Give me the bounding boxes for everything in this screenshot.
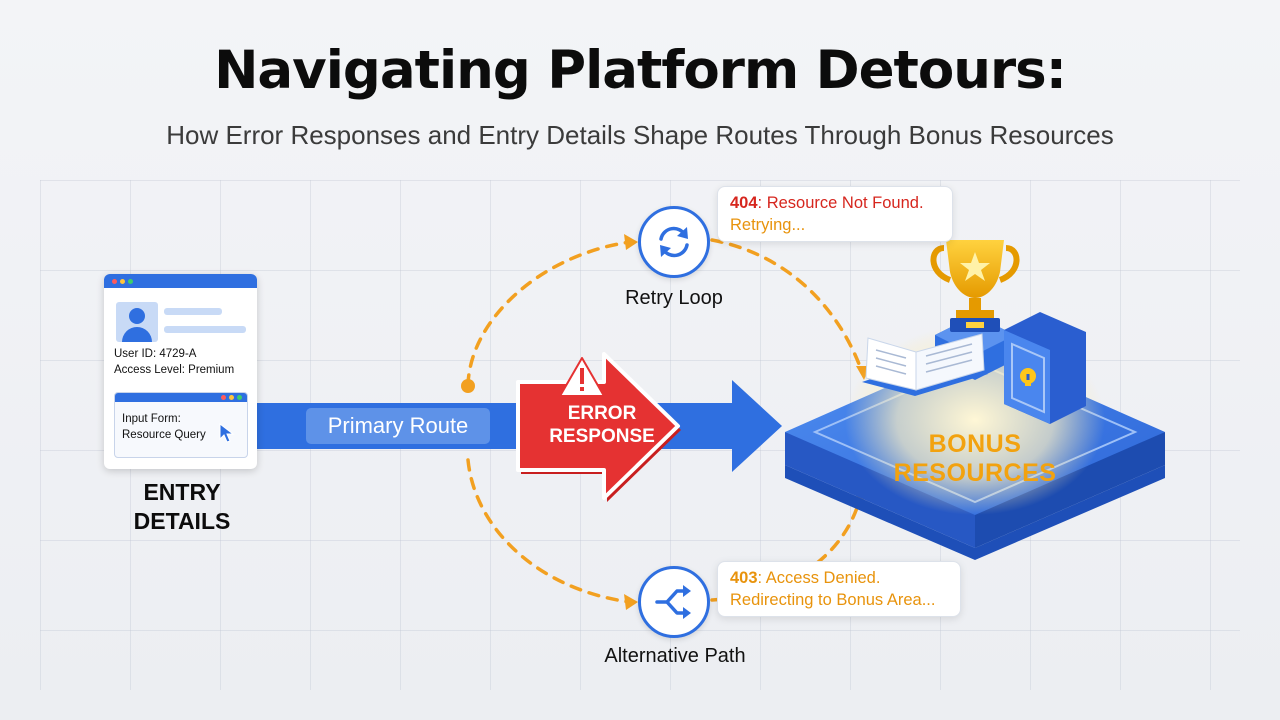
safe-lock-icon xyxy=(1004,312,1086,424)
alternative-path-node xyxy=(638,566,710,638)
retry-entry-path xyxy=(466,240,632,387)
error-response-label: ERROR RESPONSE xyxy=(523,402,681,448)
retry-status-bubble: 404: Resource Not Found. Retrying... xyxy=(717,186,953,242)
entry-label-line2: DETAILS xyxy=(133,508,231,534)
user-avatar-icon xyxy=(116,302,158,342)
bonus-label-line1: BONUS xyxy=(928,430,1022,458)
alternative-status-bubble: 403: Access Denied. Redirecting to Bonus… xyxy=(717,561,961,617)
window-dot-green xyxy=(128,279,133,284)
entry-label-line1: ENTRY xyxy=(143,479,221,505)
card-titlebar xyxy=(104,274,257,288)
refresh-icon xyxy=(659,226,689,258)
entry-details-label: ENTRY DETAILS xyxy=(102,478,262,536)
alt-error-message: : Access Denied. xyxy=(757,569,881,587)
cursor-icon xyxy=(219,423,235,443)
retry-to-bonus-path xyxy=(710,238,864,374)
user-id-text: User ID: 4729-A xyxy=(114,348,197,360)
retry-status-text: Retrying... xyxy=(730,216,806,234)
loop-start-dot xyxy=(461,379,475,393)
alt-status-text: Redirecting to Bonus Area... xyxy=(730,591,936,609)
alt-entry-path xyxy=(466,458,632,604)
bonus-resources-label: BONUS RESOURCES xyxy=(880,430,1070,488)
page-title: Navigating Platform Detours: xyxy=(214,40,1067,101)
window-dot-red xyxy=(112,279,117,284)
shuffle-icon xyxy=(655,585,691,619)
retry-error-message: : Resource Not Found. xyxy=(757,194,924,212)
bonus-label-line2: RESOURCES xyxy=(893,459,1057,487)
warning-icon xyxy=(559,357,605,397)
access-level-text: Access Level: Premium xyxy=(114,364,235,376)
form-query-text: Resource Query xyxy=(122,429,206,441)
alt-error-code: 403 xyxy=(730,569,758,587)
retry-error-code: 404 xyxy=(730,194,758,212)
book-icon xyxy=(862,333,988,396)
retry-loop-node xyxy=(638,206,710,278)
trophy-icon xyxy=(930,240,1020,332)
alternative-path-label: Alternative Path xyxy=(604,645,746,667)
form-label: Input Form: xyxy=(122,413,181,425)
entry-details-card: User ID: 4729-A Access Level: Premium In… xyxy=(104,274,257,469)
window-dot-yellow xyxy=(120,279,125,284)
primary-route-label: Primary Route xyxy=(306,408,490,444)
error-response-arrow xyxy=(516,352,681,502)
placeholder-line xyxy=(164,308,222,315)
page-subtitle: How Error Responses and Entry Details Sh… xyxy=(166,120,1114,150)
placeholder-line xyxy=(164,326,246,333)
error-label-line1: ERROR xyxy=(567,403,637,424)
retry-loop-label: Retry Loop xyxy=(625,287,723,309)
input-form[interactable]: Input Form: Resource Query xyxy=(114,392,248,458)
error-label-line2: RESPONSE xyxy=(549,426,655,447)
